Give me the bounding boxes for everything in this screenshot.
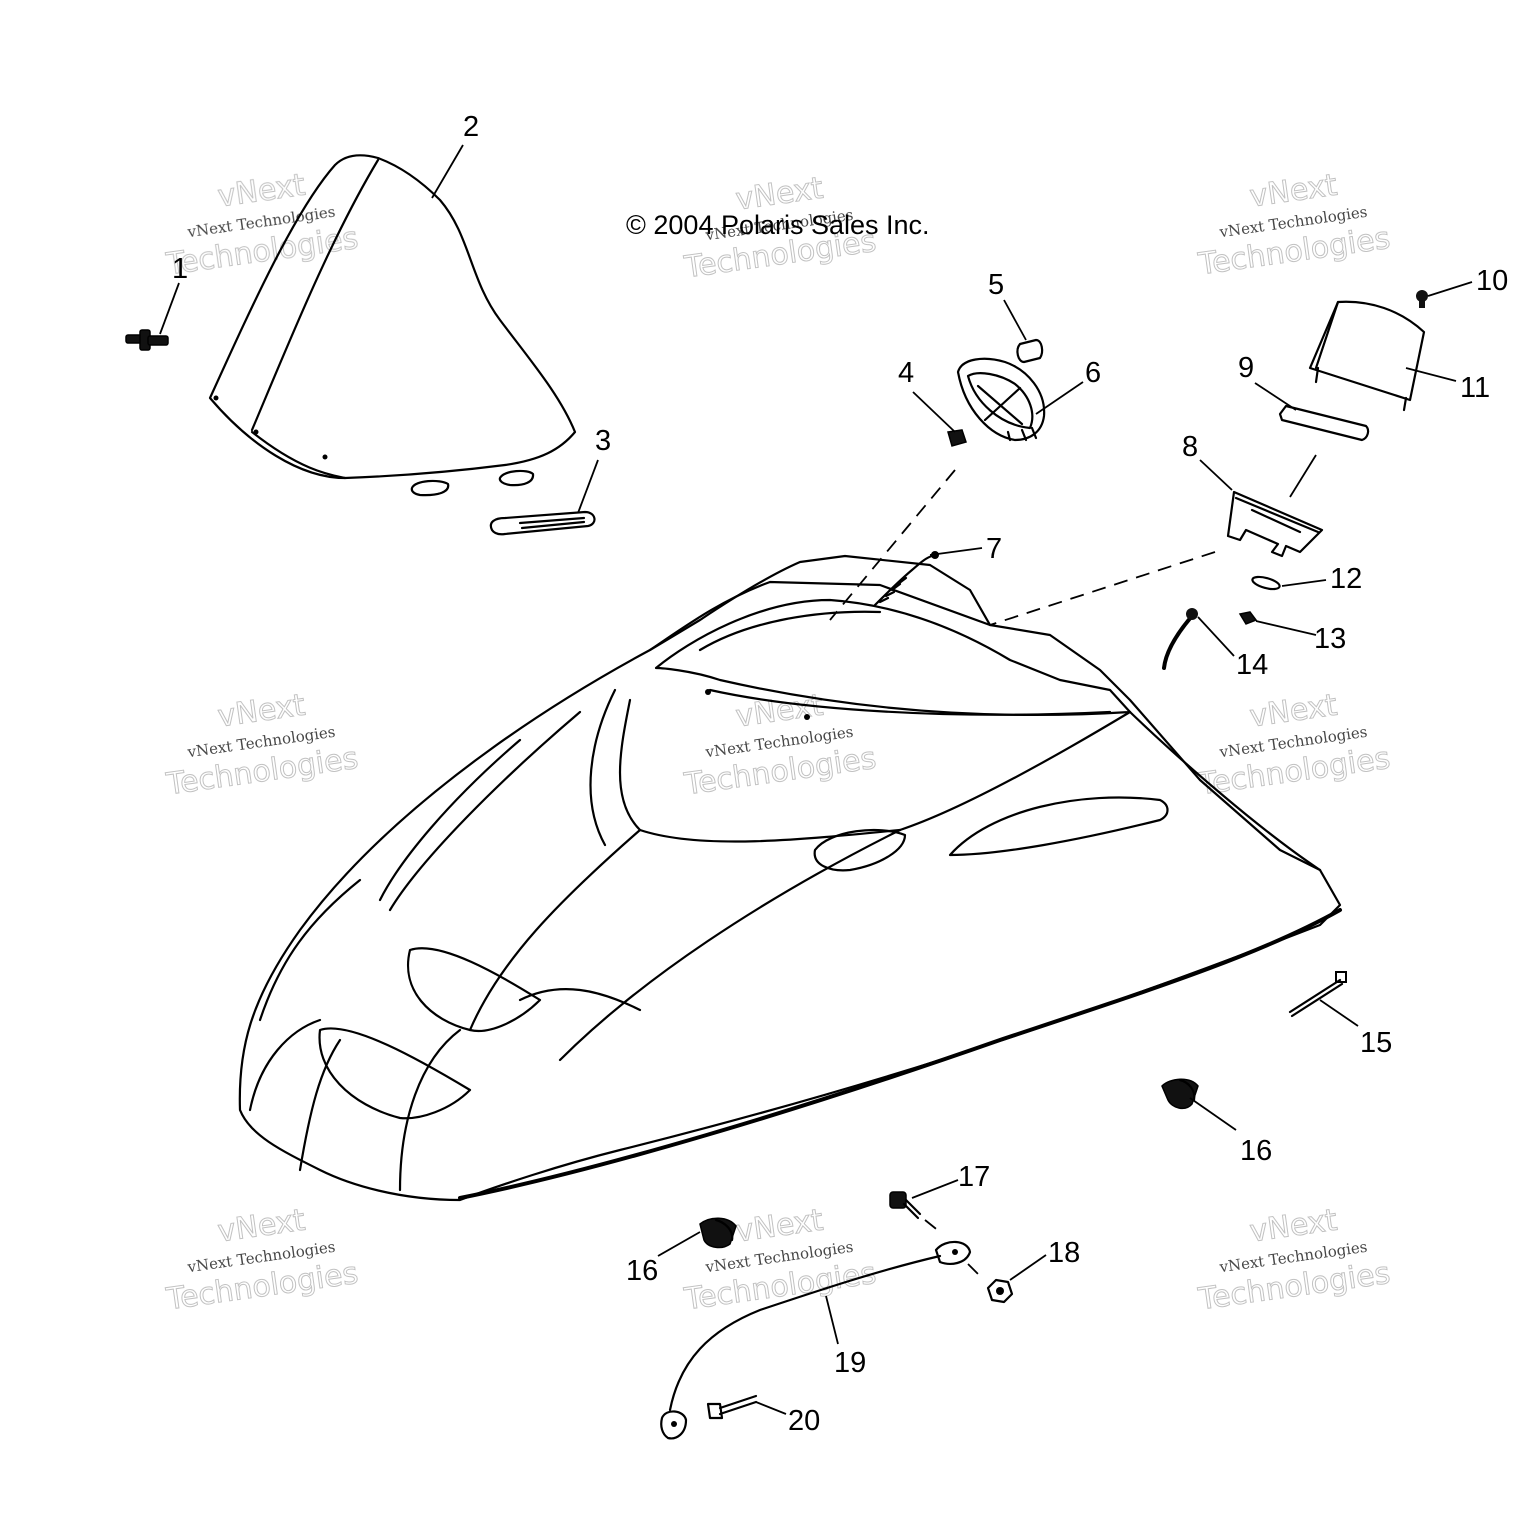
leader-9-8 xyxy=(1289,454,1317,498)
part-13-nut xyxy=(1238,611,1258,625)
callout-3: 3 xyxy=(595,425,611,457)
callout-5: 5 xyxy=(988,269,1004,301)
part-15-cable-tie xyxy=(1288,971,1347,1018)
callout-11: 11 xyxy=(1460,372,1490,404)
part-19-tether xyxy=(660,1240,972,1440)
watermark-bottom-left: vNext vNext Technologies Technologies xyxy=(163,1202,361,1318)
callout-8: 8 xyxy=(1182,431,1198,463)
alignment-lines xyxy=(829,469,1216,1281)
part-4-clip xyxy=(947,429,967,447)
callout-15: 15 xyxy=(1360,1027,1392,1059)
watermark-top-right: vNext vNext Technologies Technologies xyxy=(1195,167,1393,283)
hood-body xyxy=(238,554,1342,1202)
part-6-gauge xyxy=(956,357,1046,442)
part-10-screw xyxy=(1416,290,1428,308)
part-16-clip-left xyxy=(699,1217,737,1249)
part-1-screw xyxy=(125,329,169,351)
callout-20: 20 xyxy=(788,1405,820,1437)
part-14-cable xyxy=(1162,608,1198,670)
part-5-bulb xyxy=(1016,338,1044,364)
part-18-nut xyxy=(986,1278,1014,1304)
callout-labels: 1 2 3 4 5 6 7 8 9 10 11 12 13 14 15 16 1… xyxy=(172,111,1508,1437)
callout-12: 12 xyxy=(1330,563,1362,595)
callout-2: 2 xyxy=(463,111,479,143)
callout-17: 17 xyxy=(958,1161,990,1193)
callout-9: 9 xyxy=(1238,352,1254,384)
watermark-bottom-right: vNext vNext Technologies Technologies xyxy=(1195,1202,1393,1318)
part-2-windshield xyxy=(208,154,577,497)
watermark-bottom-center: vNext vNext Technologies Technologies xyxy=(681,1202,879,1318)
callout-19: 19 xyxy=(834,1347,866,1379)
callout-16-right: 16 xyxy=(1240,1135,1272,1167)
callout-6: 6 xyxy=(1085,357,1101,389)
callout-13: 13 xyxy=(1314,623,1346,655)
callout-4: 4 xyxy=(898,357,914,389)
watermark-mid-left: vNext vNext Technologies Technologies xyxy=(163,687,361,803)
callout-10: 10 xyxy=(1476,265,1508,297)
watermark-mid-right: vNext vNext Technologies Technologies xyxy=(1195,687,1393,803)
part-9-lens xyxy=(1278,404,1370,442)
callout-16-left: 16 xyxy=(626,1255,658,1287)
callout-18: 18 xyxy=(1048,1237,1080,1269)
part-11-display xyxy=(1308,300,1426,412)
part-12-washer xyxy=(1251,575,1281,591)
callout-leaders xyxy=(159,144,1473,1415)
callout-1: 1 xyxy=(172,253,188,285)
callout-7: 7 xyxy=(986,533,1002,565)
watermark-top-mid: vNext vNext Technologies Technologies xyxy=(681,170,879,286)
part-16-clip-right xyxy=(1161,1078,1199,1110)
watermarks: vNext vNext Technologies Technologies vN… xyxy=(163,167,1393,1318)
part-17-bolt xyxy=(889,1191,922,1220)
copyright-text: © 2004 Polaris Sales Inc. xyxy=(626,210,930,240)
part-7-wire xyxy=(873,551,939,607)
part-20-rivet xyxy=(706,1394,758,1420)
part-8-bracket xyxy=(1226,490,1324,558)
watermark-mid-center: vNext vNext Technologies Technologies xyxy=(681,687,879,803)
callout-14: 14 xyxy=(1236,649,1268,681)
part-3-trim-strip xyxy=(489,510,596,536)
